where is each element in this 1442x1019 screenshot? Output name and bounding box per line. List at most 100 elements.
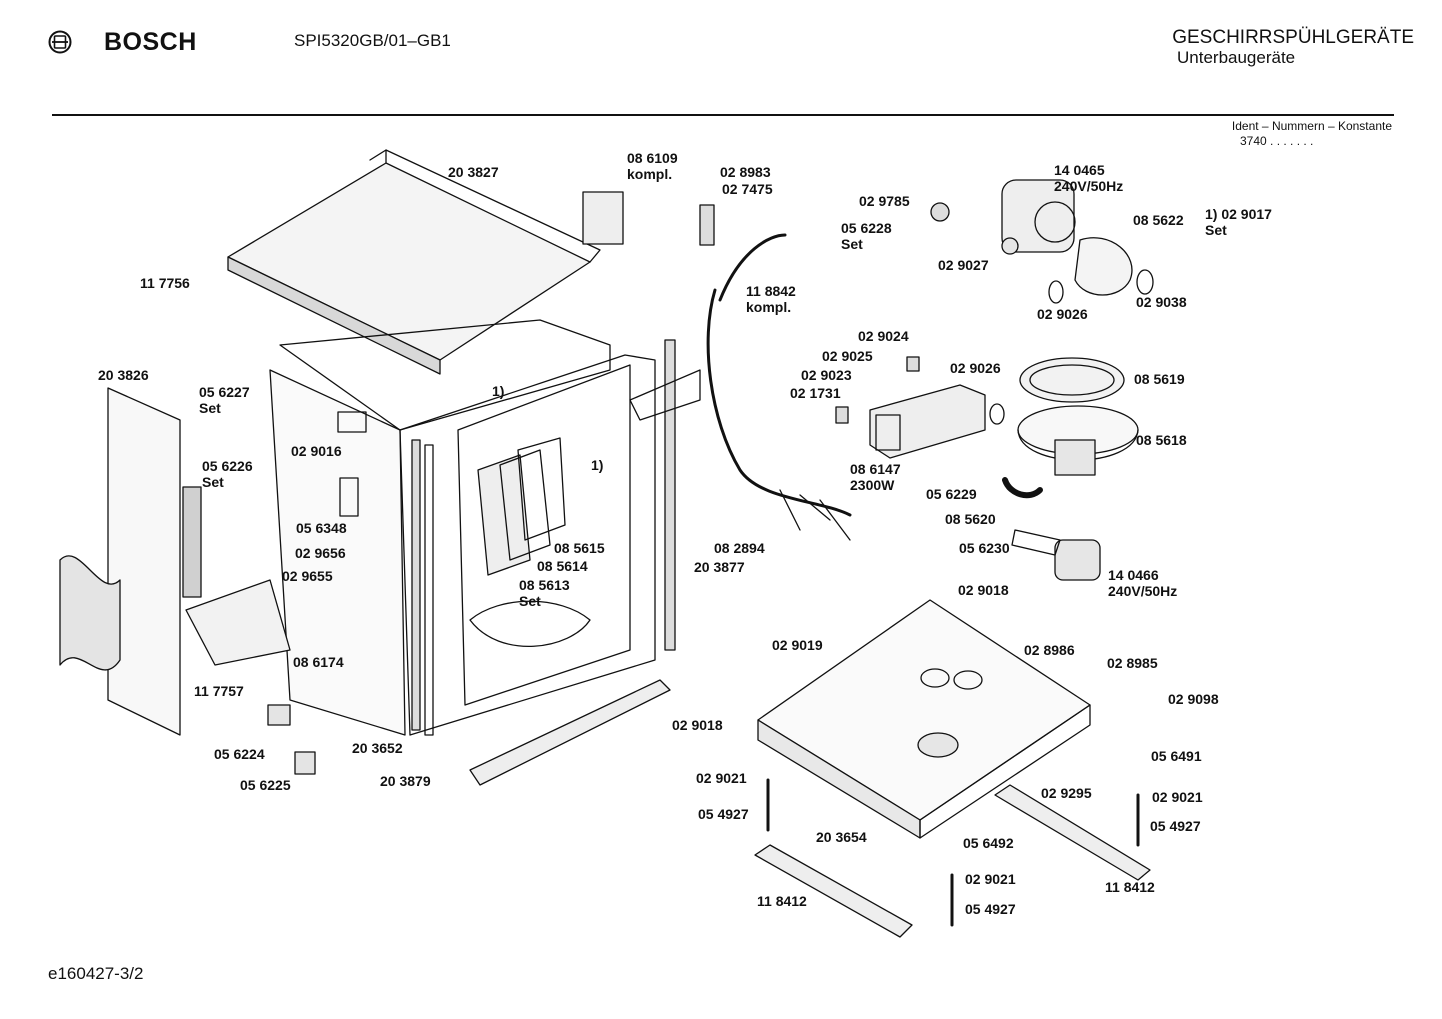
ident-label: Ident – Nummern – Konstante [1231,119,1392,133]
cabinet-body [185,319,656,736]
part-label: 02 9018 [958,582,1009,598]
part-label: 02 9026 [1037,306,1088,322]
part-number: 02 9025 [822,348,873,364]
part-number: 02 9098 [1168,691,1219,707]
part-number: 08 2894 [714,540,765,556]
part-note: 240V/50Hz [1054,178,1123,194]
part-label: 02 8986 [1024,642,1075,658]
part-label: 05 6348 [296,520,347,536]
part-number: 05 6229 [926,486,977,502]
part-number: 08 5618 [1136,432,1187,448]
part-number: 05 6348 [296,520,347,536]
part-number: 1) [492,383,504,399]
inlet-hose-assembly [582,191,852,541]
part-number: 02 9656 [295,545,346,561]
part-label: 1) [591,457,603,473]
part-number: 02 9785 [859,193,910,209]
part-number: 05 6224 [214,746,265,762]
part-label: 02 9656 [295,545,346,561]
part-label: 11 8412 [757,893,807,909]
part-label: 08 5618 [1136,432,1187,448]
part-number: 08 6109 [627,150,678,166]
part-number: 08 5619 [1134,371,1185,387]
part-label: 02 9295 [1041,785,1092,801]
part-number: 02 1731 [790,385,841,401]
part-number: 08 5615 [554,540,605,556]
part-note: Set [519,593,541,609]
part-label: 02 9016 [291,443,342,459]
part-number: 1) 02 9017 [1205,206,1272,222]
part-note: 240V/50Hz [1108,583,1177,599]
part-label: 05 6225 [240,777,291,793]
sump-and-filters [1002,357,1139,499]
part-number: 05 4927 [698,806,749,822]
worktop-plate [227,149,601,375]
appliance-subcategory: Unterbaugeräte [1177,48,1296,67]
part-label: 05 6491 [1151,748,1202,764]
part-label: 05 6230 [959,540,1010,556]
part-number: 20 3877 [694,559,745,575]
part-number: 05 4927 [965,901,1016,917]
part-label: 02 9021 [1152,789,1203,805]
part-label: 20 3826 [98,367,149,383]
base-trim-rail [469,679,671,786]
part-number: 02 9021 [696,770,747,786]
part-number: 08 6147 [850,461,901,477]
part-number: 20 3826 [98,367,149,383]
part-number: 02 8986 [1024,642,1075,658]
part-label: 20 3827 [448,164,499,180]
part-number: 11 8412 [1105,879,1155,895]
part-number: 02 9295 [1041,785,1092,801]
part-note: Set [841,236,863,252]
circulation-pump [930,179,1154,304]
part-number: 11 7756 [140,275,190,291]
part-label: 08 5619 [1134,371,1185,387]
part-label: 11 7756 [140,275,190,291]
part-label: 20 3654 [816,829,867,845]
part-label: 05 6492 [963,835,1014,851]
part-number: 02 9023 [801,367,852,383]
drawing-code: e160427-3/2 [48,964,144,983]
part-label: 05 4927 [698,806,749,822]
part-label: 02 9023 [801,367,852,383]
part-label: 02 9098 [1168,691,1219,707]
part-number: 02 9655 [282,568,333,584]
model-number: SPI5320GB/01–GB1 [294,31,451,50]
part-note: kompl. [627,166,672,182]
part-number: 08 5620 [945,511,996,527]
part-number: 05 4927 [1150,818,1201,834]
part-label: 08 2894 [714,540,765,556]
part-number: 02 9018 [958,582,1009,598]
part-label: 02 7475 [722,181,773,197]
part-label: 05 6224 [214,746,265,762]
part-number: 02 8985 [1107,655,1158,671]
side-panel [59,387,202,736]
part-number: 20 3652 [352,740,403,756]
pressure-switches [267,704,316,775]
part-label: 02 9038 [1136,294,1187,310]
part-label: 02 9785 [859,193,910,209]
door-seal-strips [411,339,701,736]
part-label: 02 8985 [1107,655,1158,671]
part-number: 02 9019 [772,637,823,653]
part-label: 11 7757 [194,683,244,699]
part-label: 02 9021 [965,871,1016,887]
foot-rails [754,784,1151,938]
part-note: Set [199,400,221,416]
part-label: 02 9025 [822,348,873,364]
part-number: 02 9026 [950,360,1001,376]
part-label: 02 9021 [696,770,747,786]
part-number: 20 3654 [816,829,867,845]
part-number: 02 9021 [1152,789,1203,805]
part-label: 02 9027 [938,257,989,273]
part-label: 02 9024 [858,328,909,344]
